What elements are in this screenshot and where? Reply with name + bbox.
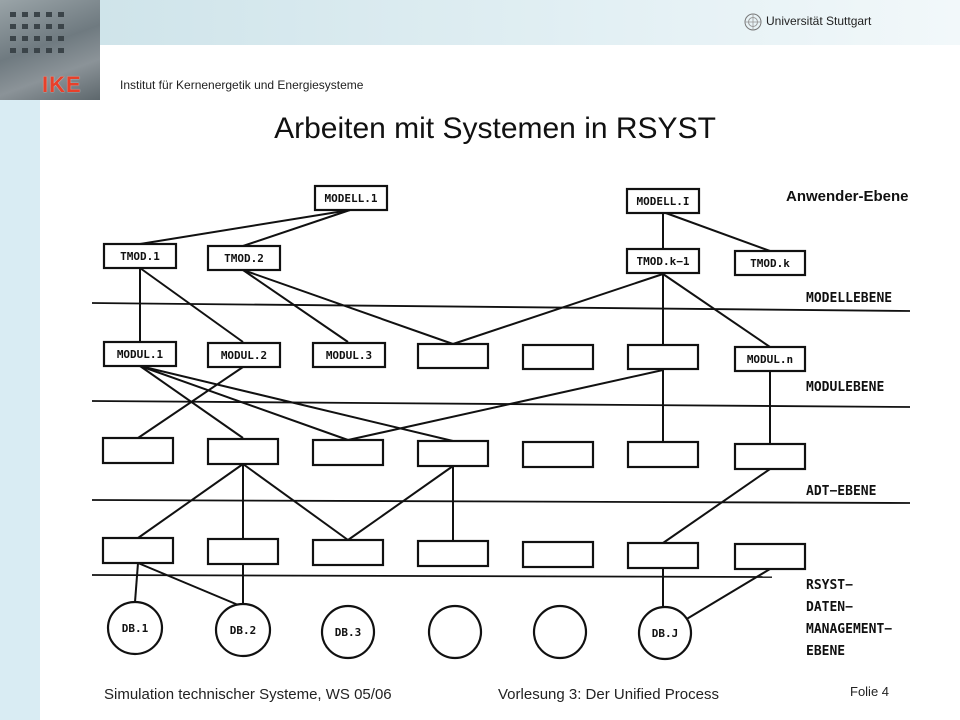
model-box-1 [313,184,389,212]
submodel-label-2: TMOD.2 [224,252,264,265]
dm-box-5 [521,540,595,569]
module-label-7: MODUL.n [747,353,793,366]
model-box-2 [625,187,701,215]
db-label-1: DB.1 [122,622,149,635]
level-label-rsyst-3: MANAGEMENT− [806,622,892,637]
module-box-5 [521,343,595,371]
module-box-4 [416,342,490,370]
level-line-modell [91,302,911,312]
adt-box-6 [626,440,700,469]
user-level-label: Anwender-Ebene [786,188,909,205]
module-box-1 [102,340,178,368]
adt-box-2 [206,437,280,466]
module-label-2: MODUL.2 [221,349,267,362]
level-label-adt: ADT−EBENE [806,484,876,499]
dm-box-4 [416,539,490,568]
level-label-rsyst-4: EBENE [806,644,845,659]
submodel-box-2 [206,244,282,272]
db-label-6: DB.J [652,627,679,640]
submodel-box-1 [102,242,178,270]
db-circle-6 [637,605,693,661]
university-name: Universität Stuttgart [766,14,872,28]
level-label-modell: MODELLEBENE [806,291,892,306]
university-logo-icon [744,13,762,31]
adt-box-4 [416,439,490,468]
dm-box-1 [101,536,175,565]
level-label-modul: MODULEBENE [806,380,884,395]
header-band [100,0,960,45]
level-line-adt [91,499,911,504]
model-label-2: MODELL.I [637,195,690,208]
level-label-rsyst-1: RSYST− [806,578,853,593]
adt-box-5 [521,440,595,469]
connection-lines [134,209,771,621]
submodel-box-3 [625,247,701,275]
left-decor-band [0,100,40,720]
level-line-rsyst [91,574,773,578]
footer-slide-number: Folie 4 [850,684,890,699]
slide-title: Arbeiten mit Systemen in RSYST [274,112,716,145]
footer-course: Simulation technischer Systeme, WS 05/06 [104,686,392,703]
module-box-2 [206,341,282,369]
db-circle-1 [106,600,164,656]
submodel-label-1: TMOD.1 [120,250,160,263]
db-circle-4 [427,604,483,660]
adt-box-1 [101,436,175,465]
db-circle-5 [532,604,588,660]
dm-box-6 [626,541,700,570]
dm-box-2 [206,537,280,566]
dm-box-7 [733,542,807,571]
submodel-label-3: TMOD.k−1 [637,255,690,268]
institute-name: Institut für Kernenergetik und Energiesy… [120,78,364,92]
level-label-rsyst-2: DATEN− [806,600,853,615]
ike-logo: IKE [42,72,82,97]
db-circle-3 [320,604,376,660]
db-label-2: DB.2 [230,624,257,637]
model-label-1: MODELL.1 [325,192,378,205]
submodel-label-4: TMOD.k [750,257,790,270]
module-box-3 [311,341,387,369]
dm-box-3 [311,538,385,567]
db-circle-2 [214,602,272,658]
building-photo: IKE [0,0,100,100]
level-line-modul [91,400,911,408]
module-label-3: MODUL.3 [326,349,372,362]
module-box-7 [733,345,807,373]
adt-box-7 [733,442,807,471]
submodel-box-4 [733,249,807,277]
db-label-3: DB.3 [335,626,362,639]
module-box-6 [626,343,700,371]
module-label-1: MODUL.1 [117,348,164,361]
adt-box-3 [311,438,385,467]
footer-lecture: Vorlesung 3: Der Unified Process [498,686,719,703]
